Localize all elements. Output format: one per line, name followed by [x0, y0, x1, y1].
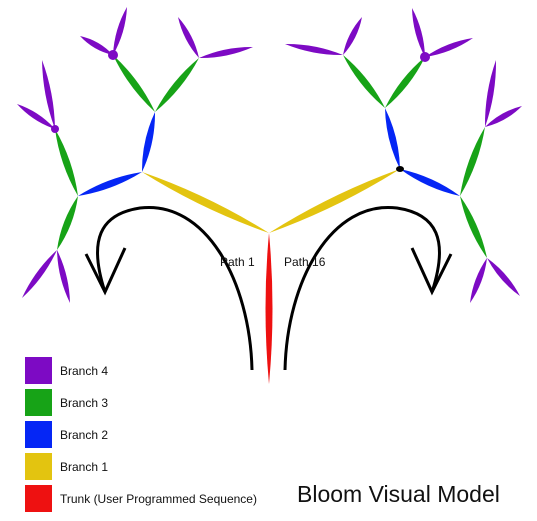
right-branch3-petal-c	[460, 127, 485, 196]
branch-petals	[17, 7, 522, 384]
left-branch4-petal-8	[57, 250, 70, 303]
legend-swatch-branch-3	[25, 389, 52, 416]
right-branch4-petal-5	[484, 60, 497, 127]
right-top-branch4-joint	[420, 52, 430, 62]
left-curved-arrow	[96, 206, 254, 371]
path-label-right: Path 16	[284, 255, 326, 269]
legend: Branch 4 Branch 3 Branch 2 Branch 1 Trun…	[25, 357, 257, 517]
left-branch4-joint	[51, 125, 59, 133]
left-top-branch4-joint	[108, 50, 118, 60]
right-branch2-joint	[396, 166, 404, 172]
right-branch2-petal-lower	[400, 169, 460, 196]
legend-item-branch-2: Branch 2	[25, 421, 257, 448]
left-branch4-petal-3	[178, 17, 199, 58]
left-branch2-petal-lower	[78, 172, 142, 196]
left-branch4-petal-2	[80, 36, 113, 55]
legend-label-branch-4: Branch 4	[60, 363, 109, 378]
legend-swatch-trunk	[25, 485, 52, 512]
trunk-petal	[265, 233, 273, 384]
right-branch1-petal	[269, 169, 400, 233]
path-label-left: Path 1	[220, 255, 255, 269]
right-branch4-petal-2	[425, 38, 473, 57]
right-branch3-petal-d	[460, 196, 487, 258]
left-branch3-petal-d	[57, 196, 78, 250]
right-arrowhead	[410, 247, 453, 296]
legend-label-branch-2: Branch 2	[60, 427, 109, 442]
right-curved-arrow	[283, 206, 441, 371]
left-branch4-petal-1	[113, 7, 127, 55]
right-branch4-petal-3	[343, 17, 362, 55]
model-title: Bloom Visual Model	[297, 481, 500, 507]
left-arrowhead	[84, 247, 127, 296]
left-branch3-petal-c	[55, 129, 78, 196]
right-branch3-petal-b	[343, 55, 385, 108]
left-branch1-petal	[142, 172, 269, 233]
right-branch2-petal-upper	[385, 108, 400, 169]
left-branch3-petal-b	[155, 58, 199, 112]
left-branch4-petal-5	[42, 60, 55, 129]
right-branch4-petal-7	[470, 258, 487, 303]
right-branch3-petal-a	[385, 57, 425, 108]
left-branch4-petal-4	[199, 46, 253, 59]
legend-label-branch-1: Branch 1	[60, 459, 109, 474]
legend-swatch-branch-1	[25, 453, 52, 480]
legend-label-branch-3: Branch 3	[60, 395, 109, 410]
legend-item-branch-1: Branch 1	[25, 453, 257, 480]
left-branch2-petal-upper	[141, 112, 156, 172]
legend-item-branch-3: Branch 3	[25, 389, 257, 416]
left-branch4-petal-6	[17, 104, 55, 129]
right-branch4-petal-4	[285, 43, 343, 56]
legend-label-trunk: Trunk (User Programmed Sequence)	[60, 491, 257, 506]
legend-item-trunk: Trunk (User Programmed Sequence)	[25, 485, 257, 512]
legend-item-branch-4: Branch 4	[25, 357, 257, 384]
legend-swatch-branch-2	[25, 421, 52, 448]
left-branch4-petal-7	[22, 250, 57, 298]
legend-swatch-branch-4	[25, 357, 52, 384]
right-branch4-petal-8	[487, 258, 520, 296]
right-branch4-petal-1	[412, 8, 425, 57]
right-branch4-petal-6	[485, 106, 522, 127]
left-branch3-petal-a	[113, 55, 155, 112]
